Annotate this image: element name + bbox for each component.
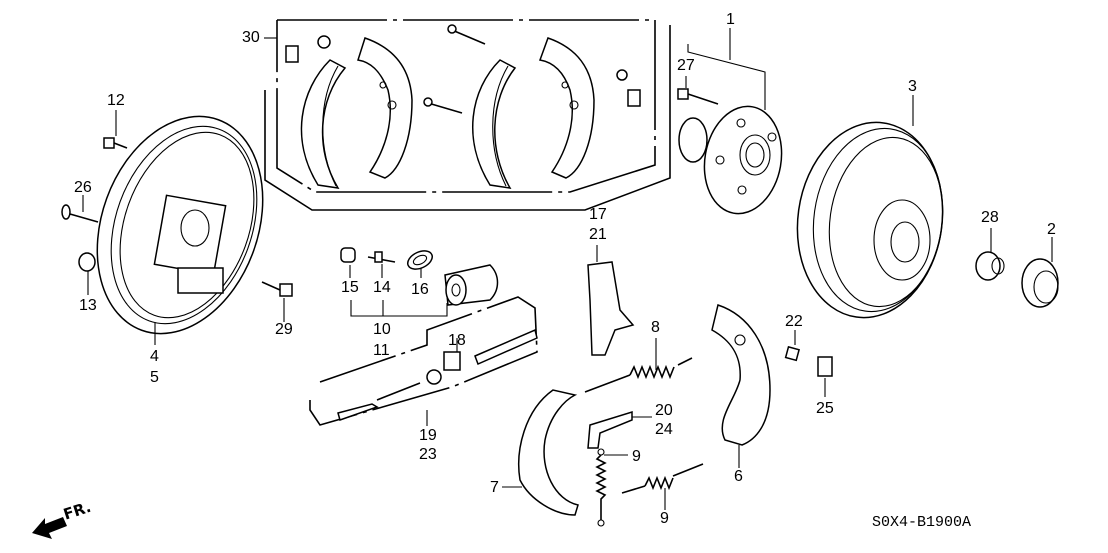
callout-12: 12 bbox=[107, 92, 125, 109]
callout-19: 19 bbox=[419, 427, 437, 444]
kit-pin-2-icon bbox=[428, 103, 462, 113]
bolt-12-icon bbox=[104, 138, 127, 148]
callout-2: 2 bbox=[1047, 221, 1056, 238]
callout-14: 14 bbox=[373, 279, 391, 296]
kit-clip-icon bbox=[286, 46, 298, 62]
bolt-29-icon bbox=[262, 282, 292, 296]
kit-shoe-3 bbox=[473, 60, 515, 188]
callout-13: 13 bbox=[79, 297, 97, 314]
callout-15: 15 bbox=[341, 279, 359, 296]
spring-8-icon bbox=[585, 358, 692, 392]
kit-shoe-4 bbox=[540, 38, 594, 178]
callout-3: 3 bbox=[908, 78, 917, 95]
kit-retainer-2-icon bbox=[617, 70, 627, 80]
spring-9-vertical-icon bbox=[597, 449, 605, 526]
shoe-kit-frame bbox=[265, 20, 670, 210]
callout-7: 7 bbox=[490, 479, 499, 496]
callout-16: 16 bbox=[411, 281, 429, 298]
brake-shoe-6-icon bbox=[712, 305, 770, 445]
bleeder-14-icon bbox=[368, 252, 395, 262]
callout-29: 29 bbox=[275, 321, 293, 338]
callout-27: 27 bbox=[677, 57, 695, 74]
adjuster-plate-18-icon bbox=[444, 352, 460, 370]
brake-shoe-7-icon bbox=[519, 390, 578, 515]
callout-9-upper: 9 bbox=[632, 448, 641, 465]
nut-28-icon bbox=[976, 252, 1004, 280]
diagram-code: S0X4-B1900A bbox=[872, 514, 972, 531]
callout-21: 21 bbox=[589, 226, 607, 243]
strut-lever-icon bbox=[588, 412, 632, 448]
kit-retainer-icon bbox=[318, 36, 330, 48]
drum-icon bbox=[785, 113, 955, 327]
seal-16-icon bbox=[405, 247, 435, 272]
spring-9-diagonal-icon bbox=[622, 464, 703, 493]
callout-20: 20 bbox=[655, 402, 673, 419]
pin-26-icon bbox=[62, 205, 98, 222]
hub-icon bbox=[679, 100, 790, 220]
callout-10: 10 bbox=[373, 321, 391, 338]
kit-shoe-1 bbox=[301, 60, 345, 188]
callout-23: 23 bbox=[419, 446, 437, 463]
adjuster-wheel-icon bbox=[427, 370, 441, 384]
kit-pin-icon bbox=[452, 30, 485, 44]
parking-lever-icon bbox=[588, 262, 633, 355]
callout-1: 1 bbox=[726, 11, 735, 28]
callout-11: 11 bbox=[373, 342, 390, 359]
callout-18: 18 bbox=[448, 332, 466, 349]
callout-25: 25 bbox=[816, 400, 834, 417]
nut-22-icon bbox=[786, 347, 799, 360]
front-arrow-icon bbox=[32, 517, 67, 539]
callout-9-lower: 9 bbox=[660, 510, 669, 527]
callout-8: 8 bbox=[651, 319, 660, 336]
callout-30: 30 bbox=[242, 29, 260, 46]
backing-plate-icon bbox=[68, 93, 291, 357]
wheel-cylinder-icon bbox=[445, 265, 498, 305]
callout-24: 24 bbox=[655, 421, 673, 438]
clip-25-icon bbox=[818, 357, 832, 376]
callout-5: 5 bbox=[150, 369, 159, 386]
kit-shoe-2 bbox=[358, 38, 412, 178]
adjuster-screw-icon bbox=[338, 383, 420, 420]
callout-4: 4 bbox=[150, 348, 159, 365]
kit-clip-2-icon bbox=[628, 90, 640, 106]
grommet-13-icon bbox=[79, 253, 95, 271]
callout-6: 6 bbox=[734, 468, 743, 485]
cap-icon bbox=[1022, 259, 1058, 307]
callout-22: 22 bbox=[785, 313, 803, 330]
adjuster-sleeve-icon bbox=[475, 330, 537, 364]
callout-17: 17 bbox=[589, 206, 607, 223]
hub-bolt-27-icon bbox=[678, 89, 718, 104]
callout-26: 26 bbox=[74, 179, 92, 196]
bleed-cap-15-icon bbox=[341, 248, 355, 262]
callout-28: 28 bbox=[981, 209, 999, 226]
